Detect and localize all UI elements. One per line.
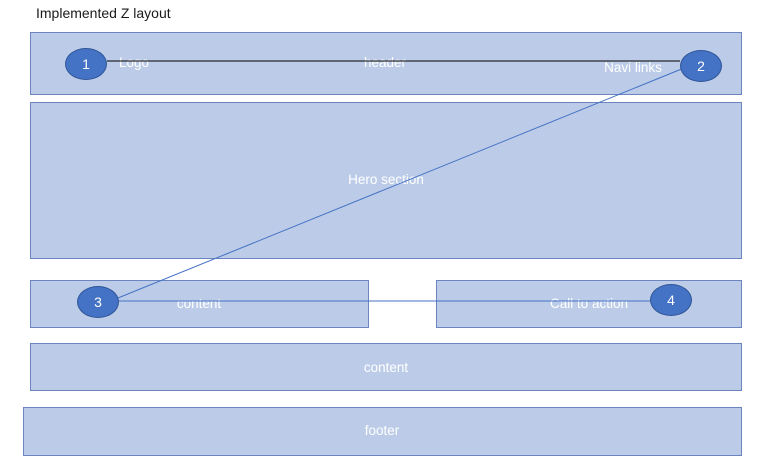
footer-box (23, 407, 742, 456)
content-left-label: content (176, 296, 222, 311)
marker-1: 1 (65, 48, 107, 80)
content-wide-label: content (363, 360, 409, 375)
hero-label: Hero section (348, 172, 424, 187)
footer-label: footer (364, 423, 400, 438)
cta-label: Call to action (549, 296, 629, 311)
content-wide-box (30, 343, 742, 391)
logo-label: Logo (118, 55, 150, 70)
navi-links-label: Navi links (604, 60, 662, 75)
marker-3: 3 (77, 286, 119, 318)
marker-4: 4 (650, 284, 692, 316)
marker-2: 2 (680, 50, 722, 82)
diagram-title: Implemented Z layout (36, 5, 171, 21)
header-label: header (363, 55, 407, 70)
